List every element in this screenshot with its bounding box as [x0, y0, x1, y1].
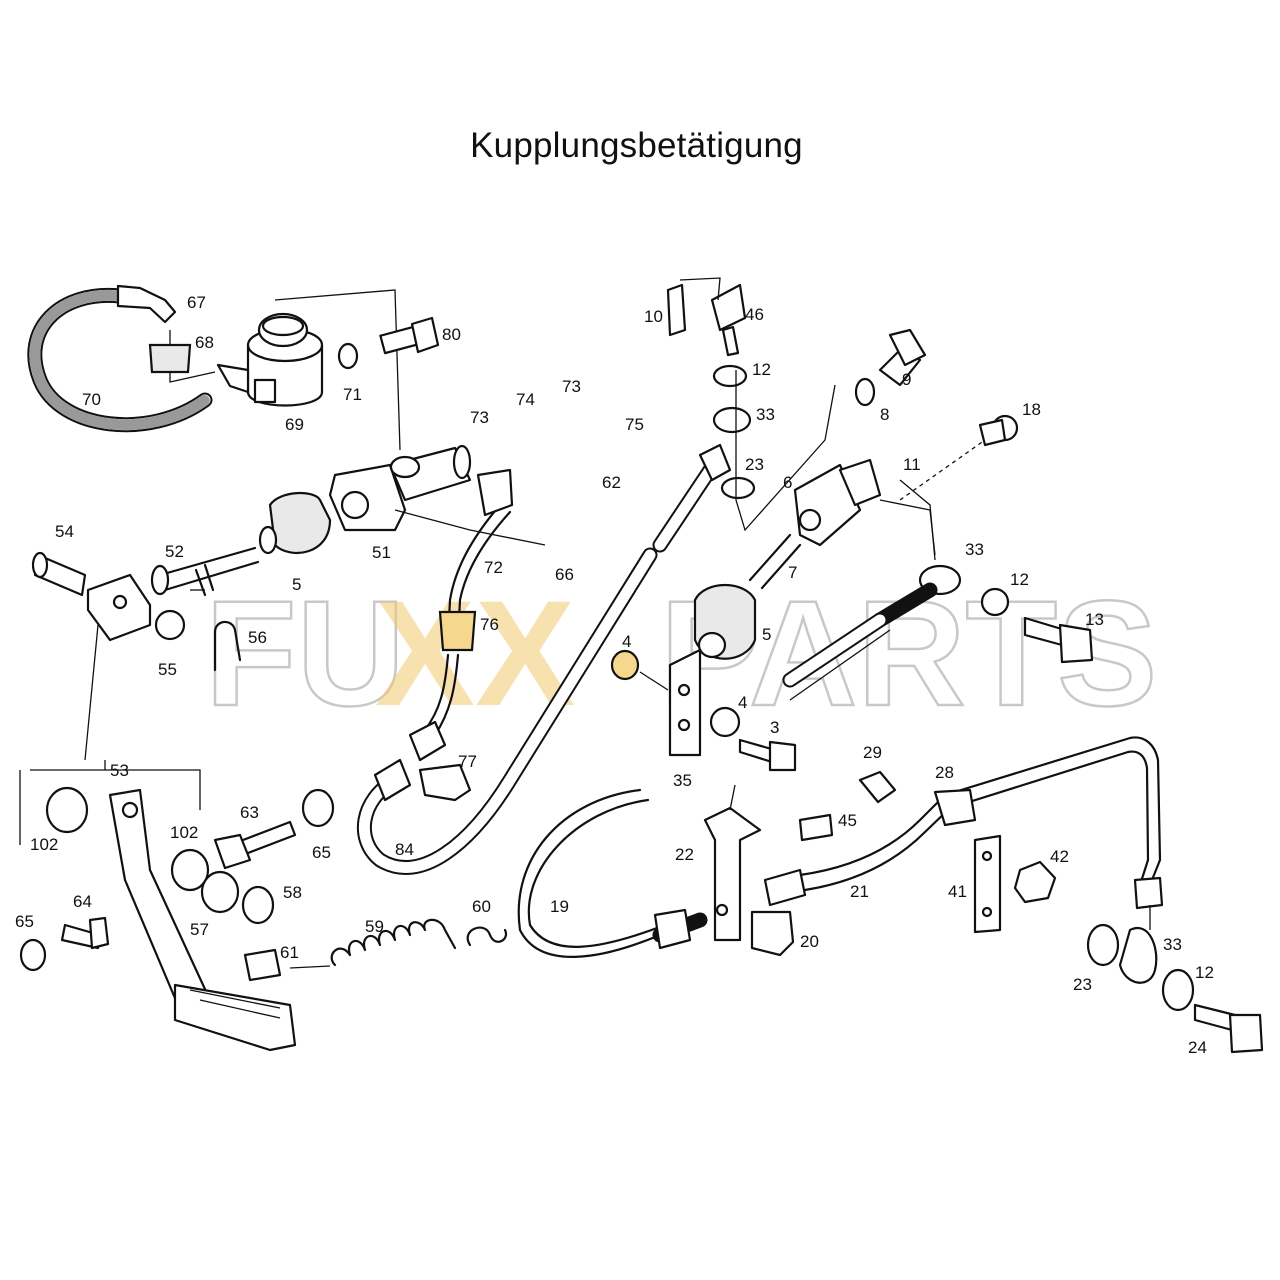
label-51: 51	[372, 543, 391, 562]
washer-4	[610, 649, 640, 681]
label-5-right: 5	[762, 625, 771, 644]
label-53: 53	[110, 761, 129, 780]
bolt-63	[213, 820, 297, 870]
label-76: 76	[480, 615, 499, 634]
label-5-left: 5	[292, 575, 301, 594]
label-10: 10	[644, 307, 663, 326]
label-65-top: 65	[312, 843, 331, 862]
label-56: 56	[248, 628, 267, 647]
return-spring-59	[330, 918, 457, 967]
label-72: 72	[484, 558, 503, 577]
washer-71	[337, 342, 359, 370]
label-24: 24	[1188, 1038, 1207, 1057]
hose-fitting-68	[148, 343, 192, 374]
label-33-top: 33	[756, 405, 775, 424]
label-11: 11	[903, 455, 921, 474]
label-52: 52	[165, 542, 184, 561]
label-20: 20	[800, 932, 819, 951]
label-21: 21	[850, 882, 869, 901]
label-102-left: 102	[30, 835, 58, 854]
label-6: 6	[783, 473, 792, 492]
label-33-right: 33	[965, 540, 984, 559]
bolt-13	[1023, 616, 1094, 664]
rubber-boot-5	[268, 491, 332, 554]
label-69: 69	[285, 415, 304, 434]
clutch-pedal	[108, 788, 297, 1052]
watermark-text-1: FU	[205, 569, 405, 737]
bracket-35	[668, 648, 702, 757]
clevis	[86, 573, 152, 642]
label-102-right: 102	[170, 823, 198, 842]
label-62: 62	[602, 473, 621, 492]
label-4-right: 4	[738, 693, 747, 712]
label-77: 77	[458, 752, 477, 771]
label-66: 66	[555, 565, 574, 584]
label-19: 19	[550, 897, 569, 916]
bolt-3	[738, 738, 797, 772]
label-9: 9	[902, 370, 911, 389]
label-80: 80	[442, 325, 461, 344]
label-46: 46	[745, 305, 764, 324]
master-cylinder	[328, 444, 472, 532]
reservoir-hose	[27, 284, 213, 433]
spring-clip-60	[466, 926, 508, 947]
label-41: 41	[948, 882, 967, 901]
label-23-bottom: 23	[1073, 975, 1092, 994]
label-12-top: 12	[752, 360, 771, 379]
label-45: 45	[838, 811, 857, 830]
label-60: 60	[472, 897, 491, 916]
label-71: 71	[343, 385, 362, 404]
bolt-80	[379, 316, 440, 355]
label-42: 42	[1050, 847, 1069, 866]
label-70: 70	[82, 390, 101, 409]
label-67: 67	[187, 293, 206, 312]
label-68: 68	[195, 333, 214, 352]
bolt-64	[60, 916, 110, 950]
label-73-a: 73	[470, 408, 489, 427]
label-84: 84	[395, 840, 414, 859]
label-23-top: 23	[745, 455, 764, 474]
label-28: 28	[935, 763, 954, 782]
label-33-bottom: 33	[1163, 935, 1182, 954]
label-18: 18	[1022, 400, 1041, 419]
label-12-bottom: 12	[1195, 963, 1214, 982]
label-59: 59	[365, 917, 384, 936]
label-22: 22	[675, 845, 694, 864]
pipe-clip-77	[418, 763, 472, 802]
split-pin-56	[213, 620, 242, 672]
bleed-valve-10	[666, 283, 687, 337]
label-12-right: 12	[1010, 570, 1029, 589]
label-58: 58	[283, 883, 302, 902]
label-35: 35	[673, 771, 692, 790]
fluid-reservoir	[216, 312, 324, 407]
label-63: 63	[240, 803, 259, 822]
label-13: 13	[1085, 610, 1104, 629]
label-65-bottom: 65	[15, 912, 34, 931]
label-54: 54	[55, 522, 74, 541]
label-7: 7	[788, 563, 797, 582]
bolt-24	[1193, 1003, 1264, 1054]
watermark-text-2: XX	[375, 569, 575, 737]
washer-55	[154, 609, 186, 641]
label-3: 3	[770, 718, 779, 737]
label-75: 75	[625, 415, 644, 434]
label-4-left: 4	[622, 632, 631, 651]
part-labels: 67 68 70 69 71 80 10 46 12 9 8 73 74 73 …	[15, 293, 1214, 1057]
label-61: 61	[280, 943, 299, 962]
label-8: 8	[880, 405, 889, 424]
label-29: 29	[863, 743, 882, 762]
label-73-b: 73	[562, 377, 581, 396]
label-74: 74	[516, 390, 535, 409]
label-55: 55	[158, 660, 177, 679]
label-57: 57	[190, 920, 209, 939]
label-64: 64	[73, 892, 92, 911]
diagram-title: Kupplungsbetätigung	[470, 126, 803, 165]
pipe-union-76	[438, 610, 477, 652]
